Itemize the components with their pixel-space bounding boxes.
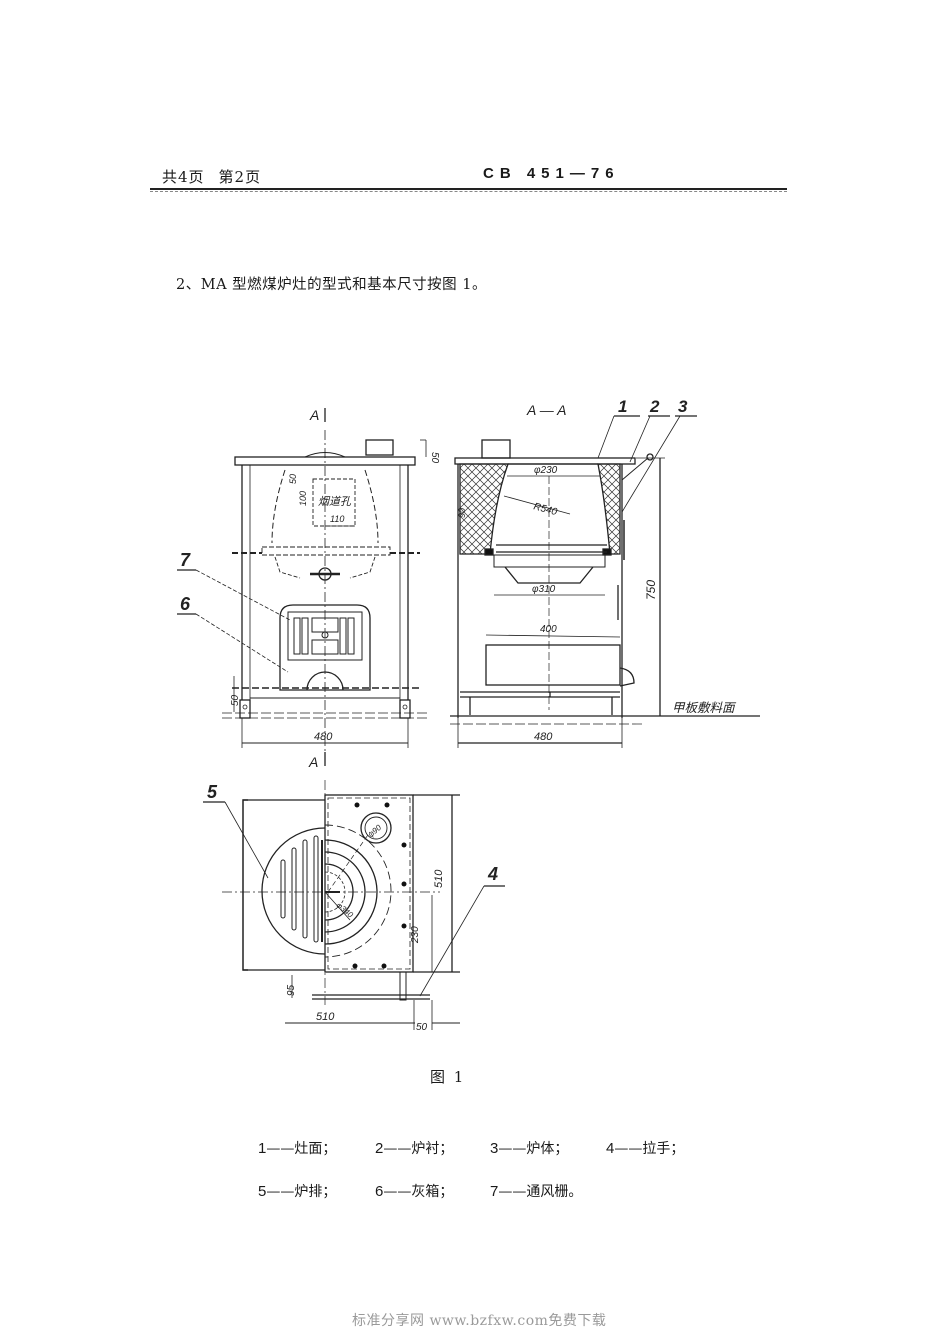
callout-4: 4 — [487, 864, 498, 884]
legend-item: 1——灶面； — [258, 1140, 337, 1157]
legend-item: 6——灰箱； — [375, 1183, 454, 1200]
page-count: 共4页第2页 — [162, 166, 275, 187]
callout-2: 2 — [649, 397, 660, 416]
callout-1: 1 — [618, 397, 627, 416]
standard-code: CB 451—76 — [483, 165, 620, 182]
dim-top-diameter: φ230 — [534, 465, 558, 476]
total-pages: 共4页 — [162, 168, 205, 186]
legend-row-1: 1——灶面； 2——炉衬； 3——炉体； 4——拉手； — [258, 1138, 684, 1158]
bolt-dots — [352, 802, 407, 969]
dim-flue-offset: 50 — [288, 474, 298, 484]
dim-top-vent: 50 — [429, 452, 440, 464]
dim-section-width: 480 — [534, 731, 553, 743]
legend-item: 5——炉排； — [258, 1183, 337, 1200]
legend-item: 2——炉衬； — [375, 1140, 454, 1157]
callout-5: 5 — [207, 782, 218, 802]
dim-plan-width: 510 — [316, 1011, 335, 1023]
legend-item: 7——通风栅。 — [490, 1183, 583, 1200]
dim-ash-box: 400 — [540, 624, 557, 635]
dim-bottom-diameter: φ310 — [532, 584, 556, 595]
header-rule — [150, 188, 787, 190]
dim-base-height: 50 — [230, 694, 241, 706]
dim-height: 750 — [644, 580, 658, 600]
header-rule-shadow — [150, 191, 787, 192]
dim-lining: 90 — [457, 508, 467, 518]
section-marker-bottom: A — [308, 754, 318, 770]
front-view: A 50 烟道孔 50 100 110 — [177, 407, 440, 770]
dim-handle-offset: 95 — [286, 984, 297, 996]
dim-center-offset: 230 — [410, 926, 421, 944]
ventilation-grille — [293, 617, 355, 655]
legend-row-2: 5——炉排； 6——灰箱； 7——通风栅。 — [258, 1181, 582, 1201]
watermark-footer: 标准分享网 www.bzfxw.com免费下载 — [352, 1313, 607, 1329]
page-number: 第2页 — [218, 168, 262, 186]
intro-paragraph: 2、MA 型燃煤炉灶的型式和基本尺寸按图 1。 — [176, 277, 487, 293]
legend-item: 4——拉手； — [606, 1140, 685, 1157]
plan-view: 5 φ90 — [203, 780, 505, 1033]
flue-label: 烟道孔 — [318, 495, 352, 508]
dim-radius: R540 — [532, 501, 558, 518]
callout-3: 3 — [678, 397, 688, 416]
section-title: A — A — [526, 402, 566, 418]
dim-flue-height: 100 — [298, 491, 308, 506]
callout-7: 7 — [180, 550, 191, 570]
dim-handle-length: 50 — [416, 1022, 428, 1033]
dim-flue-width: 110 — [330, 514, 344, 524]
dim-hole-diameter: φ90 — [366, 823, 383, 839]
dim-front-width: 480 — [314, 731, 333, 743]
callout-6: 6 — [180, 594, 191, 614]
legend-item: 3——炉体； — [490, 1140, 569, 1157]
grate-slots — [280, 835, 319, 943]
dim-plan-depth: 510 — [433, 869, 445, 888]
section-view: A — A 1 2 3 φ230 R540 90 — [450, 397, 760, 748]
floor-label: 甲板敷料面 — [672, 701, 737, 715]
figure-caption: 图 1 — [430, 1068, 466, 1086]
section-marker-top: A — [309, 407, 319, 423]
